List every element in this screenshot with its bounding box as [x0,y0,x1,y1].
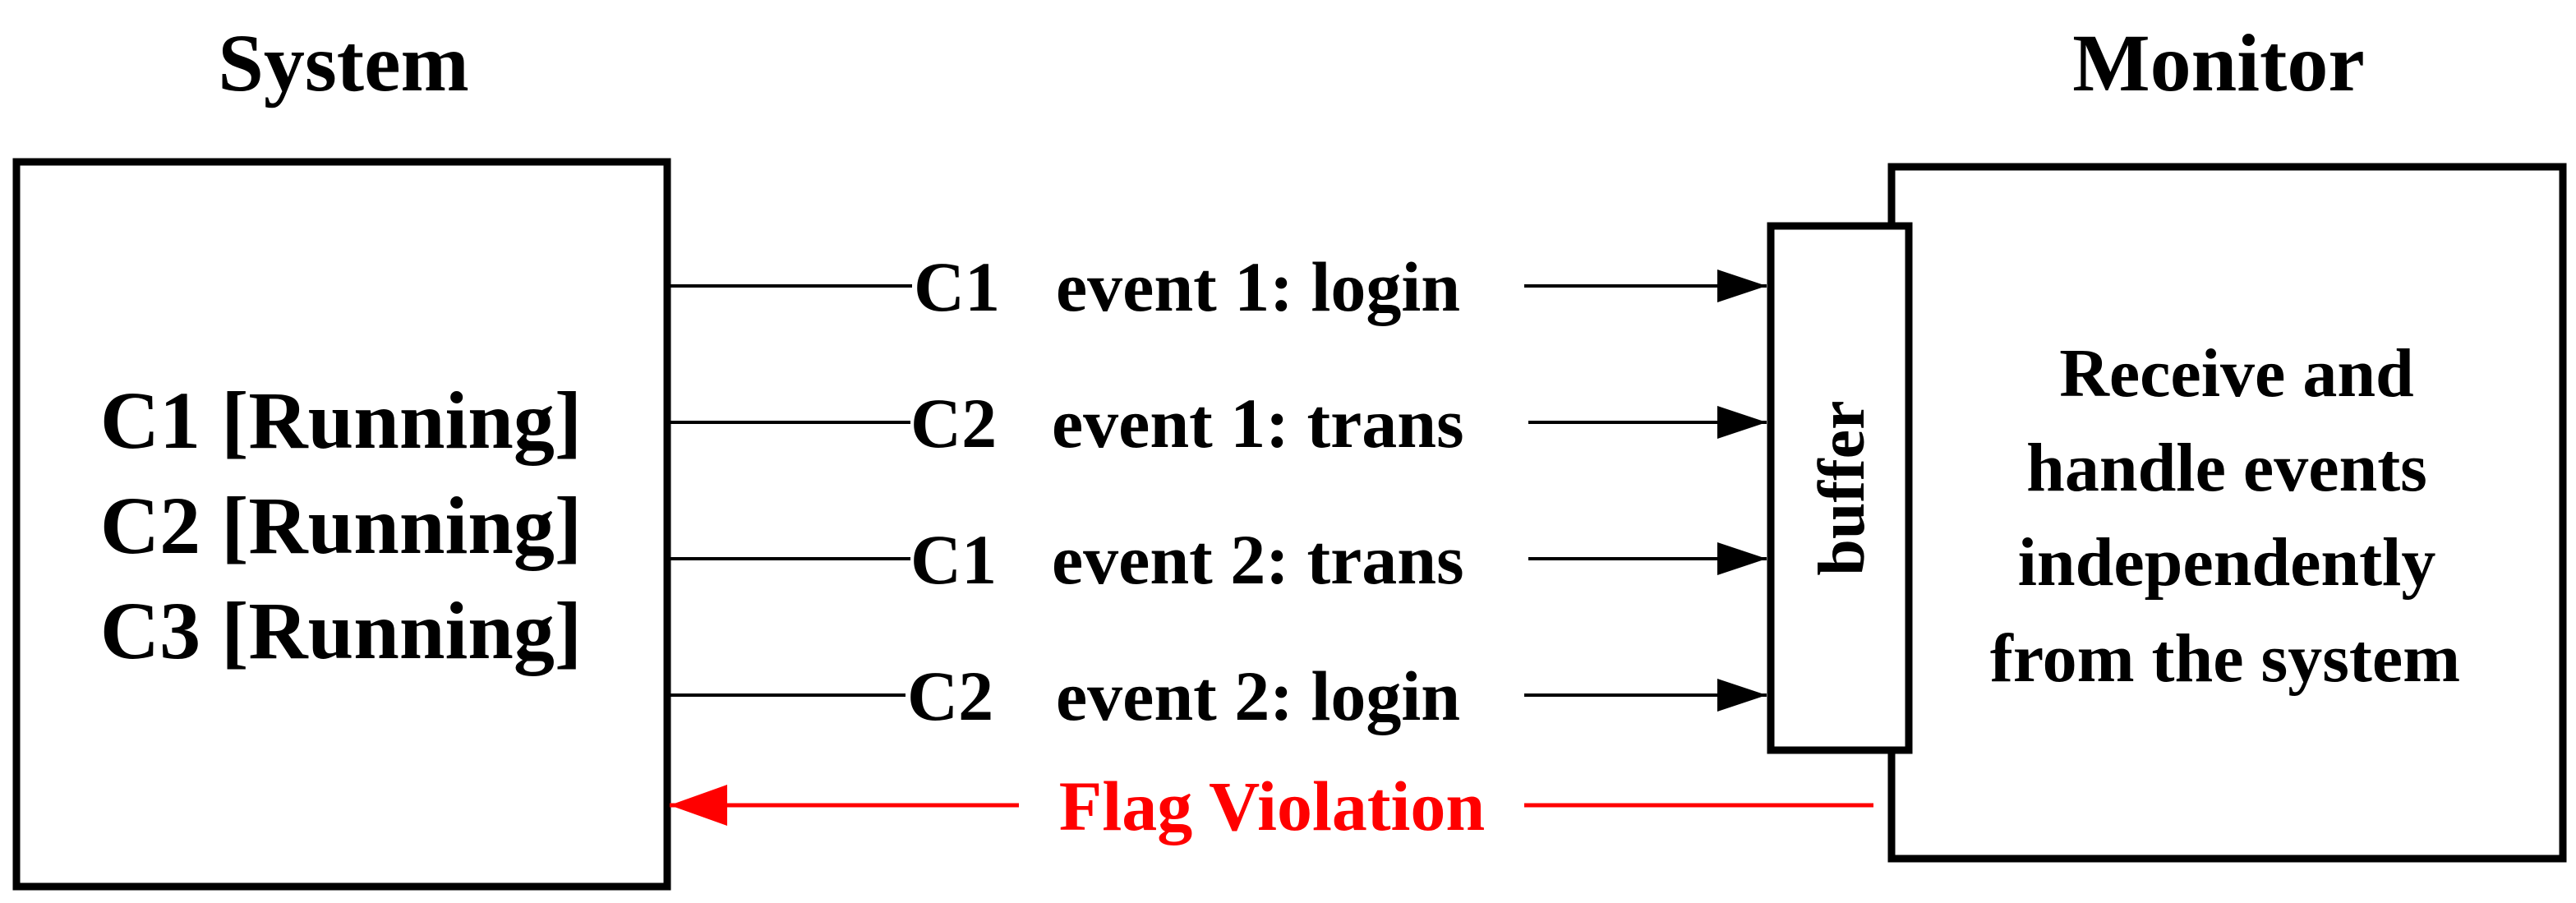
monitor-desc-line-3: independently [2018,524,2436,601]
system-item-c1: C1 [Running] [100,375,582,466]
system-title: System [218,17,469,108]
event-2-text: event 1: trans [1052,384,1464,463]
buffer-box [1767,222,1913,754]
buffer-label: buffer [1806,400,1878,575]
monitor-desc-line-1: Receive and [2059,335,2414,412]
violation-label: Flag Violation [1059,767,1485,845]
event-1-text: event 1: login [1056,247,1460,326]
event-1-client: C1 [914,247,1000,326]
event-arrow-3: C1 event 2: trans [667,520,1767,599]
event-arrow-4: C2 event 2: login [667,657,1767,735]
system-item-c2: C2 [Running] [100,480,582,571]
event-4-client: C2 [907,657,993,735]
event-2-client: C2 [910,384,997,463]
system-box [12,158,671,891]
event-arrow-2: C2 event 1: trans [667,384,1767,463]
violation-arrow: Flag Violation [670,767,1873,845]
event-arrow-1: C1 event 1: login [667,247,1767,326]
system-item-c3: C3 [Running] [100,585,582,676]
event-3-text: event 2: trans [1052,520,1464,599]
monitor-desc-line-4: from the system [1990,620,2460,697]
monitor-title: Monitor [2072,17,2364,108]
monitor-box [1887,163,2567,863]
event-4-text: event 2: login [1056,657,1460,735]
monitor-desc-line-2: handle events [2026,430,2427,506]
event-3-client: C1 [910,520,997,599]
